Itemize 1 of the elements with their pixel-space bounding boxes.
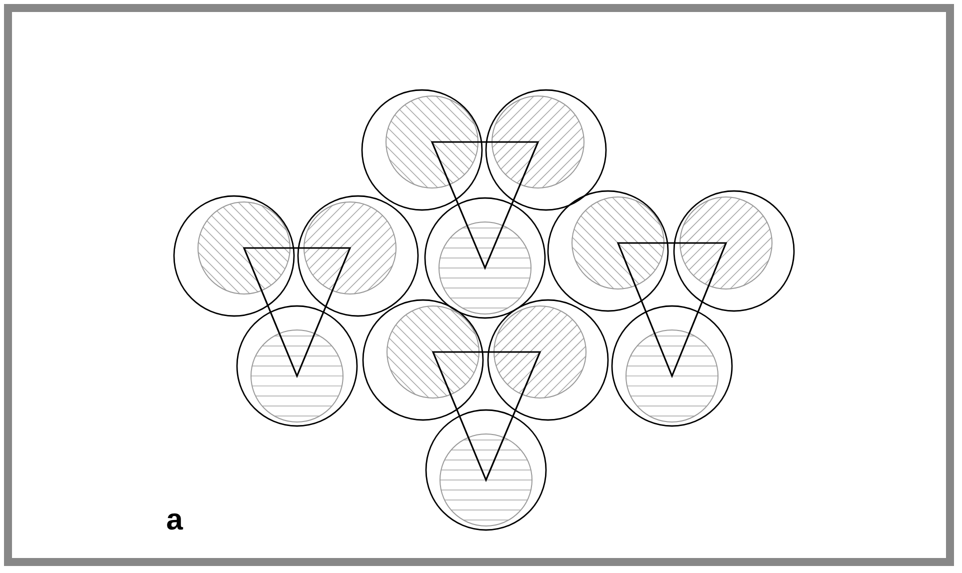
panel-label: a <box>167 513 184 530</box>
